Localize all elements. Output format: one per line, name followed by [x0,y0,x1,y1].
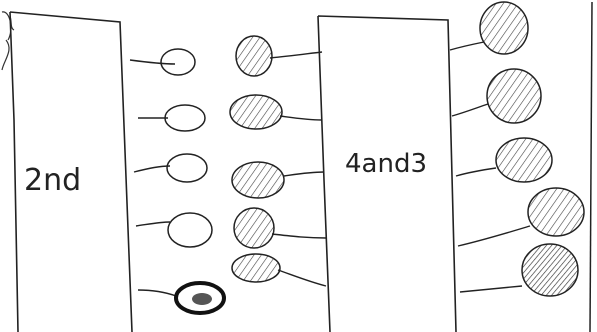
right-oval-4 [458,188,584,246]
connector-line [130,60,175,64]
right-oval-2 [452,69,541,123]
oval-dark-core [192,293,212,305]
connector-line [460,286,522,292]
oval-shaded [487,69,541,123]
connector-line [456,168,496,176]
row-2 [138,95,322,131]
connector-line [136,222,170,226]
row-3 [134,154,324,198]
right-oval-1 [450,2,528,54]
connector-line [280,116,322,120]
oval-shaded [232,162,284,198]
connector-line [272,234,326,238]
connector-line [278,270,326,286]
connector-line [134,166,170,172]
row-4 [136,208,326,248]
oval-shaded [234,208,274,248]
row-1 [130,36,322,76]
oval-empty [165,105,205,131]
page-border-right [590,2,592,332]
oval-shaded [230,95,282,129]
connector-line [452,104,488,116]
oval-shaded-dense [522,244,578,296]
oval-shaded [480,2,528,54]
row-5 [138,254,326,313]
right-column-label: 4and3 [345,149,427,179]
oval-shaded [236,36,272,76]
oval-shaded [528,188,584,236]
left-column-label: 2nd [24,163,81,198]
connector-line [270,52,322,58]
oval-empty [161,49,195,75]
right-oval-5 [460,244,578,296]
oval-shaded [496,138,552,182]
oval-empty [168,213,212,247]
connector-line [450,42,484,50]
right-oval-3 [456,138,552,182]
connector-line [284,172,324,176]
oval-shaded [232,254,280,282]
connector-line [458,226,530,246]
oval-empty [167,154,207,182]
connector-line [138,290,176,296]
